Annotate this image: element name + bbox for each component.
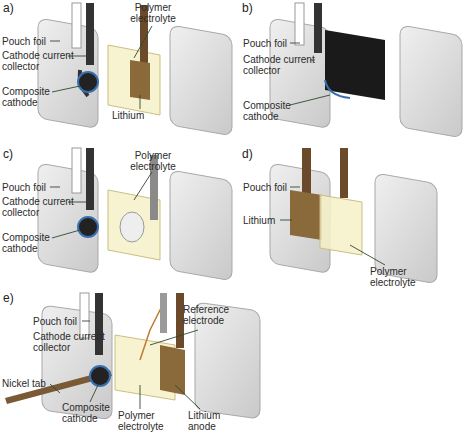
panel-c xyxy=(38,148,232,281)
part-label: Composite cathode xyxy=(62,402,117,424)
panel-letter: a) xyxy=(3,2,14,15)
panel-e xyxy=(5,293,260,420)
part-label: Cathode current collector xyxy=(33,331,113,353)
panel-letter: e) xyxy=(3,292,14,305)
part-label: Cathode current collector xyxy=(2,50,82,72)
panel-a xyxy=(38,3,232,136)
part-label: Composite cathode xyxy=(2,86,54,108)
panel-d xyxy=(270,148,437,284)
part-label: Lithium xyxy=(112,110,144,121)
part-label: Lithium xyxy=(243,215,275,226)
leader-lines xyxy=(50,26,385,409)
panel-letter: c) xyxy=(3,148,13,161)
panel-letter: d) xyxy=(242,148,253,161)
part-label: Pouch foil xyxy=(33,316,77,327)
panel-b xyxy=(270,3,462,138)
part-label: Pouch foil xyxy=(2,182,46,193)
part-label: Nickel tab xyxy=(2,378,46,389)
part-label: Polymer electrolyte xyxy=(370,266,440,288)
part-label: Polymer electrolyte xyxy=(118,410,178,432)
part-label: Pouch foil xyxy=(243,38,287,49)
part-label: Composite cathode xyxy=(2,232,54,254)
part-label: Pouch foil xyxy=(2,36,46,47)
part-label: Polymer electrolyte xyxy=(118,2,188,24)
part-label: Reference electrode xyxy=(183,304,253,326)
panel-letter: b) xyxy=(242,2,253,15)
part-label: Cathode current collector xyxy=(2,196,82,218)
part-label: Lithium anode xyxy=(188,410,238,432)
part-label: Cathode current collector xyxy=(243,54,323,76)
part-label: Polymer electrolyte xyxy=(118,150,188,172)
part-label: Composite cathode xyxy=(243,100,303,122)
part-label: Pouch foil xyxy=(243,182,287,193)
